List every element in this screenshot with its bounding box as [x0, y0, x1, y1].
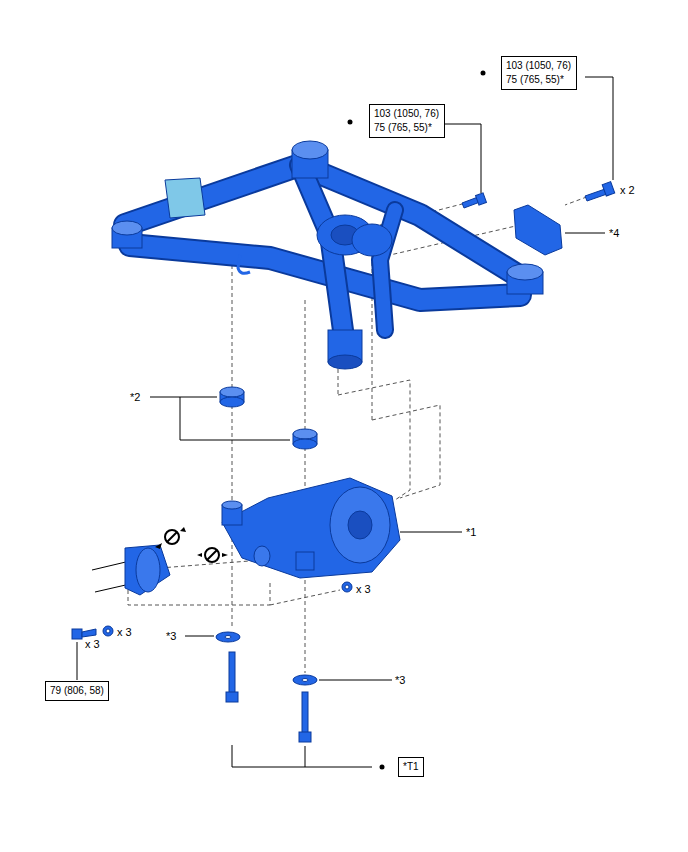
callout-label: *3 [166, 630, 176, 643]
callout-label: x 3 [356, 583, 371, 596]
torque-value: 103 (1050, 76) [374, 107, 440, 121]
callout-label: x 2 [620, 184, 635, 197]
callout-label: x 3 [117, 626, 132, 639]
bullet-mark [348, 71, 486, 770]
fasteners [72, 582, 352, 742]
torque-box: 103 (1050, 76)75 (765, 55)* [369, 104, 445, 138]
no-reuse-symbol [155, 527, 228, 562]
callout-label: *1 [466, 526, 476, 539]
torque-value: *T1 [403, 760, 419, 774]
leader-line [77, 77, 613, 767]
torque-box: 79 (806, 58) [45, 681, 109, 701]
torque-value: 75 (765, 55)* [374, 121, 440, 135]
propeller-shaft [92, 545, 170, 595]
crossmember [125, 120, 525, 345]
bracket-4 [514, 205, 562, 255]
crossmember-towers [112, 141, 543, 369]
callout-label: x 3 [85, 638, 100, 651]
dashed-guide [128, 192, 600, 673]
torque-value: 79 (806, 58) [50, 684, 104, 698]
callout-label: *2 [130, 391, 140, 404]
upper-bolts [462, 182, 615, 208]
callout-label: *4 [609, 227, 619, 240]
torque-value: 75 (765, 55)* [506, 73, 572, 87]
torque-box: *T1 [398, 757, 424, 777]
torque-box: 103 (1050, 76)75 (765, 55)* [501, 56, 577, 90]
torque-value: 103 (1050, 76) [506, 59, 572, 73]
differential-1 [222, 478, 400, 578]
callout-label: *3 [395, 674, 405, 687]
